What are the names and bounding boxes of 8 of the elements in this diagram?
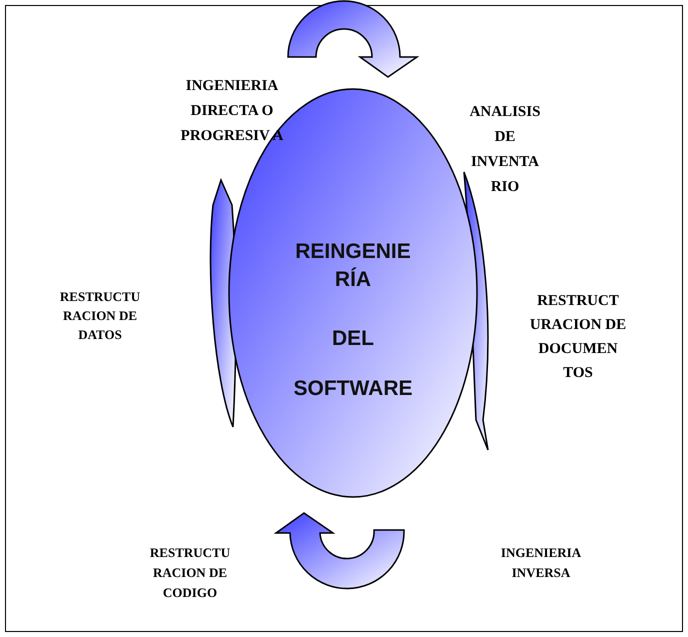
- node-title: REINGENIE RÍA: [294, 239, 412, 293]
- stage-label: RESTRUCT URACION DE DOCUMEN TOS: [528, 292, 628, 383]
- stage-label: ANALISIS DE INVENTA RIO: [468, 103, 542, 197]
- stage-label: INGENIERIA INVERSA: [500, 544, 582, 582]
- stage-label: RESTRUCTU RACION DE CODIGO: [148, 544, 232, 602]
- node-title: SOFTWARE: [292, 376, 414, 402]
- stage-label: RESTRUCTU RACION DE DATOS: [58, 288, 142, 344]
- node-title: DEL: [331, 326, 375, 352]
